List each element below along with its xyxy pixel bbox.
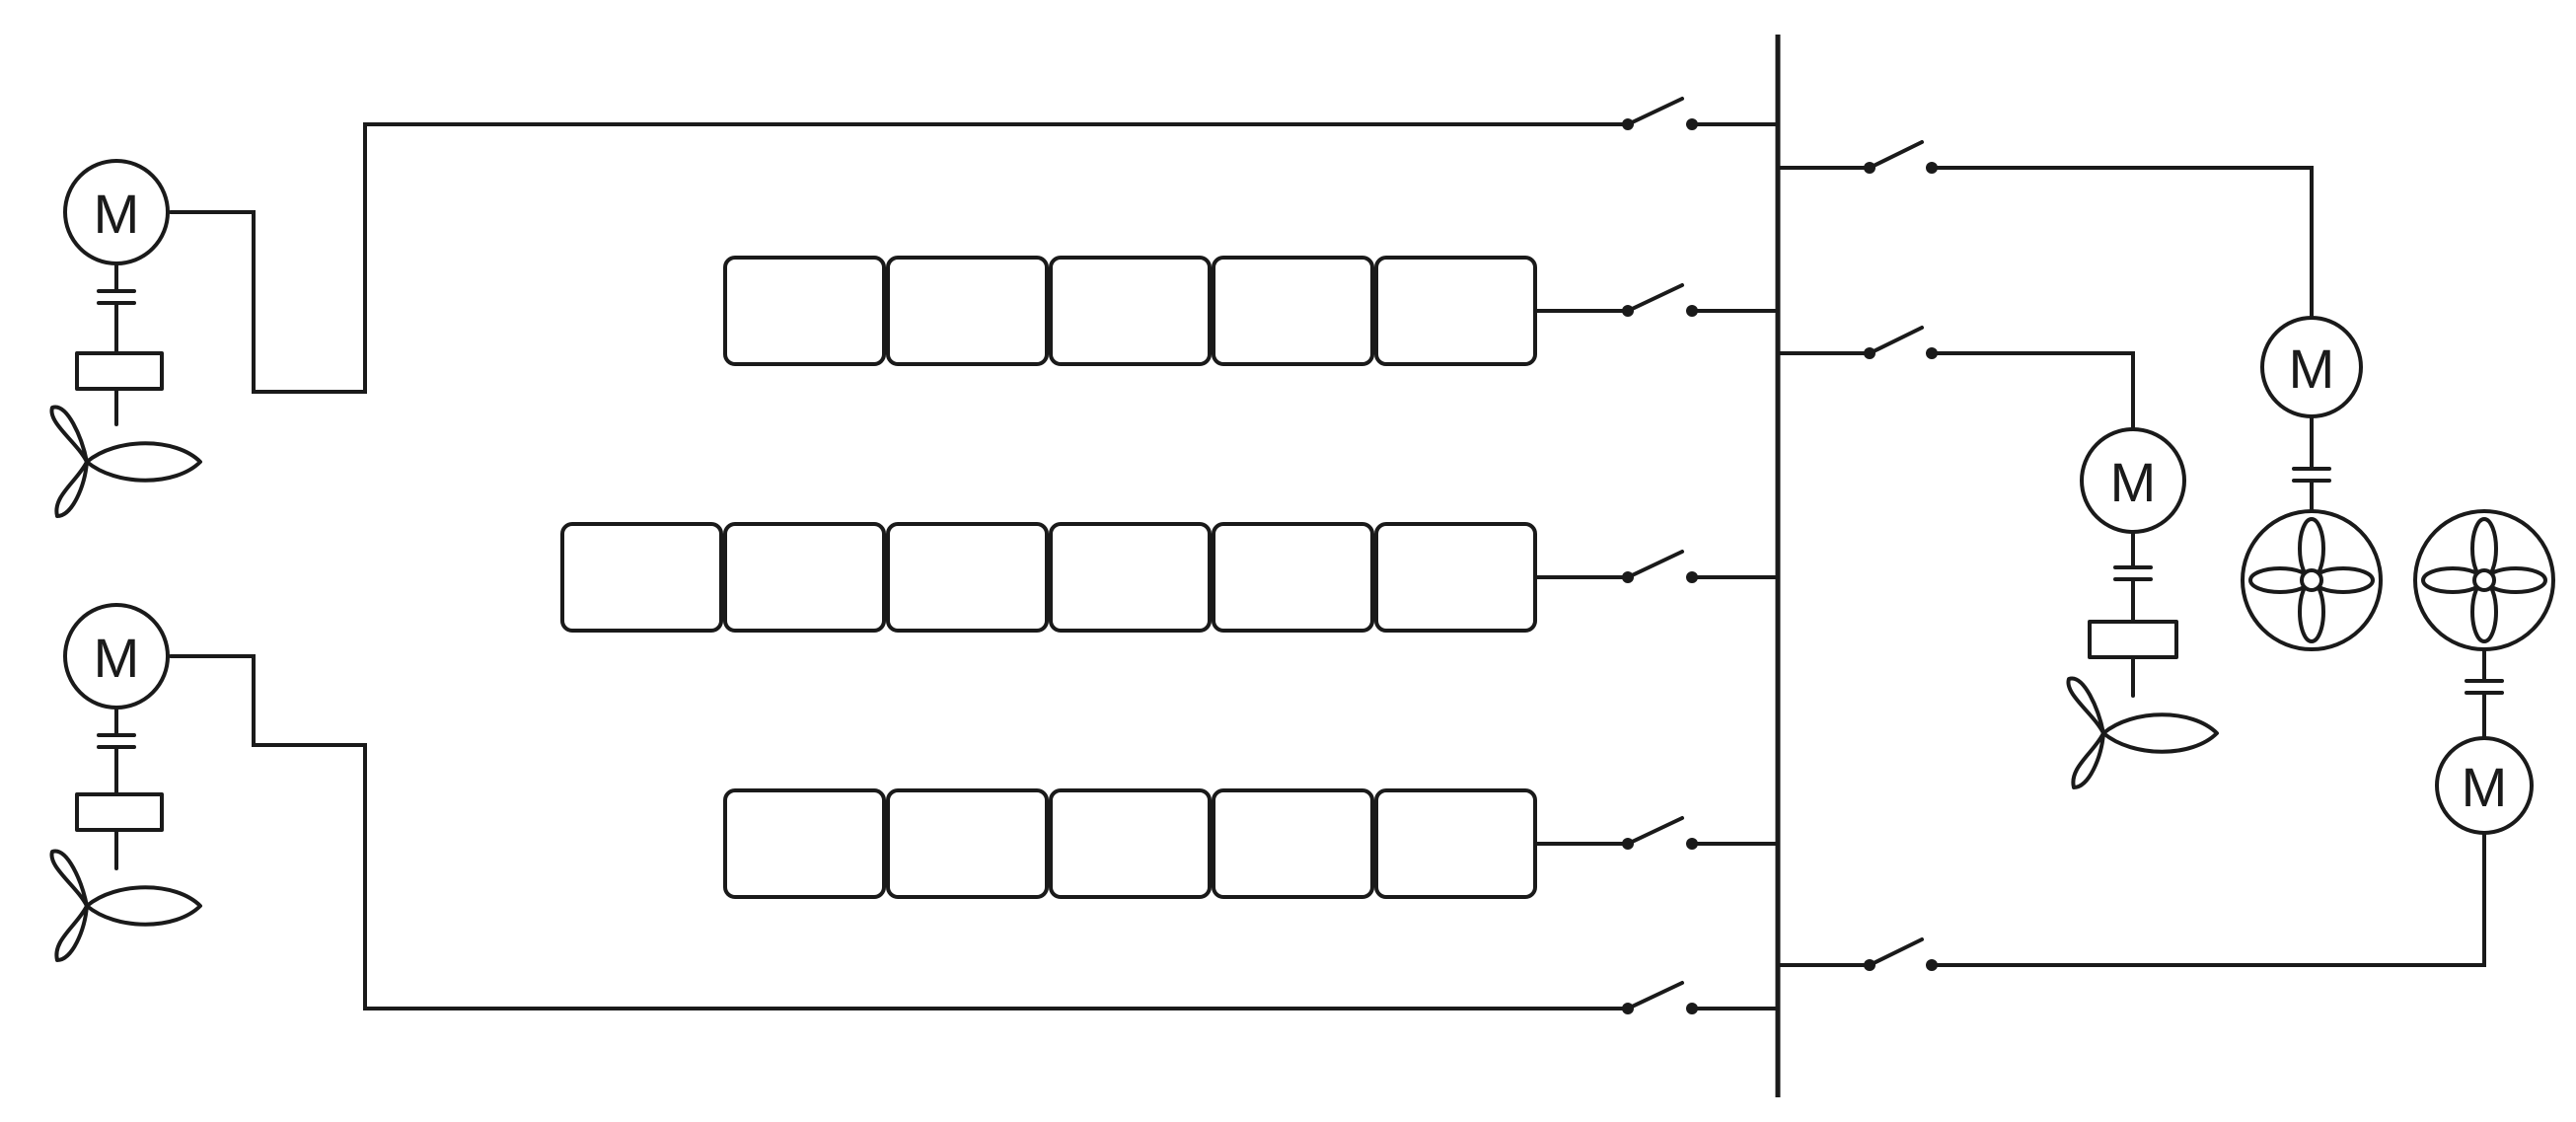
battery-cell <box>723 256 886 366</box>
switch-right-propulsion-motor[interactable] <box>1776 326 1938 359</box>
battery-cell <box>886 256 1049 366</box>
battery-cell <box>560 522 723 633</box>
battery-cell <box>1049 256 1212 366</box>
wire-fan-motor-top <box>1930 166 2314 320</box>
switch-lower-left-motor[interactable] <box>1622 981 1780 1014</box>
battery-cell <box>1374 256 1537 366</box>
battery-string-3 <box>723 788 1537 899</box>
wire-right-propulsion-motor <box>1930 351 2135 431</box>
battery-cell <box>1212 522 1374 633</box>
wire-upper-left-motor <box>169 122 1630 394</box>
propulsion-motor-right: M <box>2066 427 2219 789</box>
battery-cell <box>886 788 1049 899</box>
battery-string-2 <box>560 522 1537 633</box>
propulsion-motor-upper-left: M <box>49 159 202 518</box>
battery-cell <box>886 522 1049 633</box>
battery-cell <box>1049 788 1212 899</box>
battery-cell <box>1374 522 1537 633</box>
fan-icon <box>2413 509 2555 651</box>
wire-fan-motor-bottom <box>1930 822 2486 967</box>
battery-cell <box>1212 788 1374 899</box>
battery-cell <box>1049 522 1212 633</box>
battery-cell <box>1374 788 1537 899</box>
motor-label: M <box>94 183 140 245</box>
fan-motor-bottom: M <box>2413 509 2555 835</box>
switch-battery-2[interactable] <box>1535 550 1780 583</box>
battery-cell <box>723 522 886 633</box>
battery-string-1 <box>723 256 1537 366</box>
propeller-icon <box>49 849 202 962</box>
switch-battery-3[interactable] <box>1535 816 1780 850</box>
gearbox <box>75 792 164 832</box>
propulsion-motor-lower-left: M <box>49 603 202 962</box>
propeller-icon <box>2066 676 2219 789</box>
gearbox <box>75 351 164 391</box>
motor-label: M <box>2462 756 2508 818</box>
battery-cell <box>1212 256 1374 366</box>
gearbox <box>2088 620 2178 659</box>
battery-cell <box>723 788 886 899</box>
switch-upper-left-motor[interactable] <box>1622 97 1780 130</box>
motor-circle <box>2435 736 2534 835</box>
motor-label: M <box>2289 337 2335 400</box>
switch-battery-1[interactable] <box>1535 283 1780 317</box>
fan-icon <box>2241 509 2383 651</box>
switch-fan-motor-top[interactable] <box>1776 140 1938 174</box>
motor-label: M <box>2110 451 2157 513</box>
switch-fan-motor-bottom[interactable] <box>1776 937 1938 971</box>
motor-label: M <box>94 627 140 689</box>
wire-lower-left-motor <box>169 654 1630 1010</box>
propeller-icon <box>49 405 202 518</box>
fan-motor-top: M <box>2241 316 2383 651</box>
